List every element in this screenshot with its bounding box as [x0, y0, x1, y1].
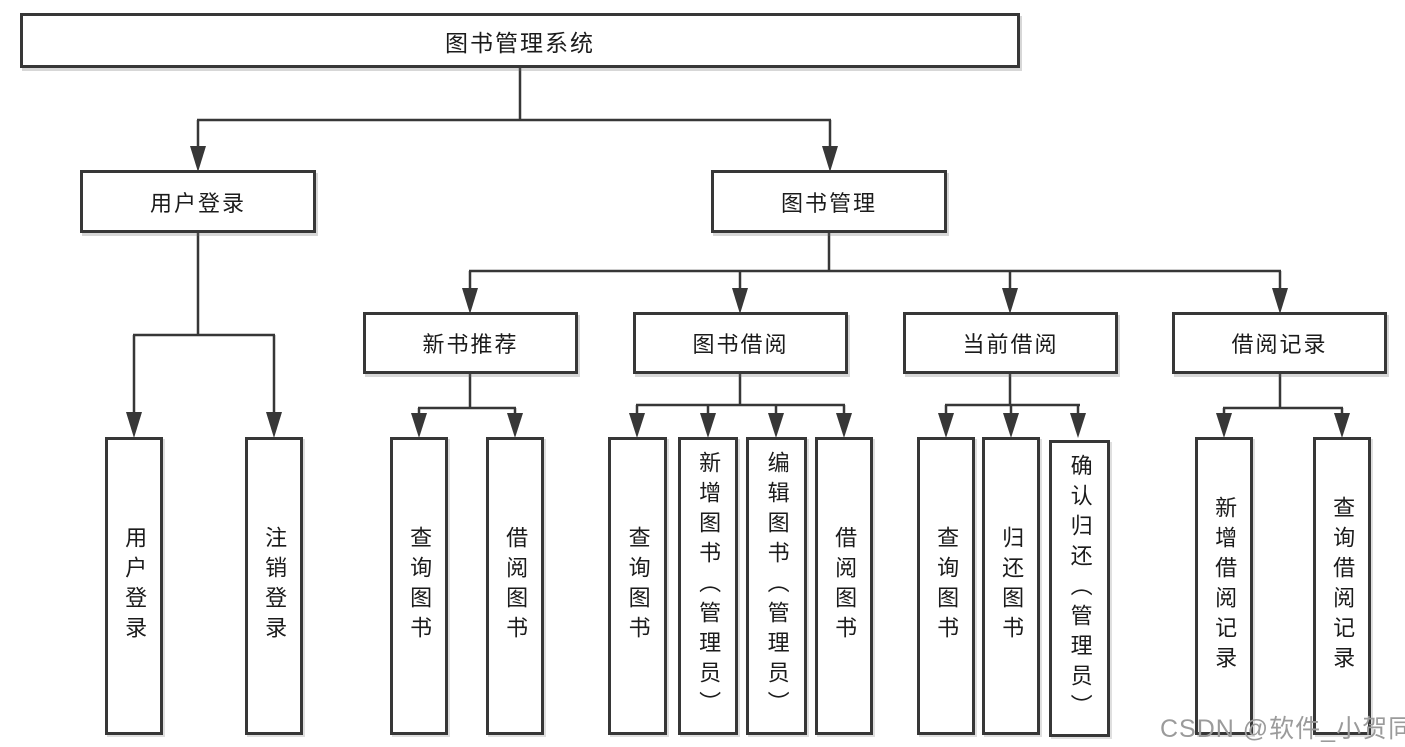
leaf-add-borrow-record-label: 新增借阅记录: [1212, 496, 1238, 676]
leaf-edit-books-admin-label: 编辑图书（管理员）: [764, 451, 790, 721]
connector-new-book-children: [411, 374, 523, 438]
node-book-borrow: 图书借阅: [633, 312, 848, 374]
node-root-system: 图书管理系统: [20, 13, 1020, 68]
leaf-query-borrow-record-label: 查询借阅记录: [1330, 496, 1356, 676]
csdn-watermark: CSDN @软件_小贺同学: [1160, 715, 1405, 743]
leaf-logout-login: 注销登录: [245, 437, 303, 735]
leaf-return-books: 归还图书: [982, 437, 1040, 735]
leaf-query-borrow-record: 查询借阅记录: [1313, 437, 1371, 735]
leaf-user-login-label: 用户登录: [122, 526, 148, 646]
connector-book-borrow-children: [629, 374, 852, 438]
connector-book-mgmt-to-level3: [462, 233, 1288, 314]
connector-user-login-children: [126, 233, 282, 438]
node-new-book-recommend: 新书推荐: [363, 312, 578, 374]
leaf-edit-books-admin: 编辑图书（管理员）: [746, 437, 807, 735]
leaf-query-books-borrow: 查询图书: [608, 437, 667, 735]
leaf-query-books-current: 查询图书: [917, 437, 975, 735]
leaf-borrow-books-label: 借阅图书: [832, 526, 858, 646]
leaf-borrow-books: 借阅图书: [815, 437, 873, 735]
connector-borrow-record-children: [1216, 374, 1350, 438]
connector-current-borrow-children: [938, 374, 1086, 438]
leaf-user-login: 用户登录: [105, 437, 163, 735]
leaf-borrow-books-recommend-label: 借阅图书: [503, 526, 529, 646]
leaf-return-books-label: 归还图书: [999, 526, 1025, 646]
node-borrow-record: 借阅记录: [1172, 312, 1387, 374]
leaf-add-books-admin: 新增图书（管理员）: [678, 437, 738, 735]
leaf-query-books-current-label: 查询图书: [934, 526, 960, 646]
node-current-borrow: 当前借阅: [903, 312, 1118, 374]
leaf-add-borrow-record: 新增借阅记录: [1195, 437, 1253, 735]
leaf-query-books-recommend: 查询图书: [390, 437, 448, 735]
leaf-query-books-borrow-label: 查询图书: [625, 526, 651, 646]
leaf-add-books-admin-label: 新增图书（管理员）: [696, 451, 722, 721]
connector-root-to-level2: [190, 68, 838, 172]
leaf-logout-login-label: 注销登录: [262, 526, 288, 646]
leaf-query-books-recommend-label: 查询图书: [407, 526, 433, 646]
node-book-management: 图书管理: [711, 170, 947, 233]
leaf-confirm-return-admin: 确认归还（管理员）: [1049, 440, 1110, 737]
leaf-confirm-return-admin-label: 确认归还（管理员）: [1067, 453, 1093, 724]
node-user-login: 用户登录: [80, 170, 316, 233]
leaf-borrow-books-recommend: 借阅图书: [486, 437, 544, 735]
